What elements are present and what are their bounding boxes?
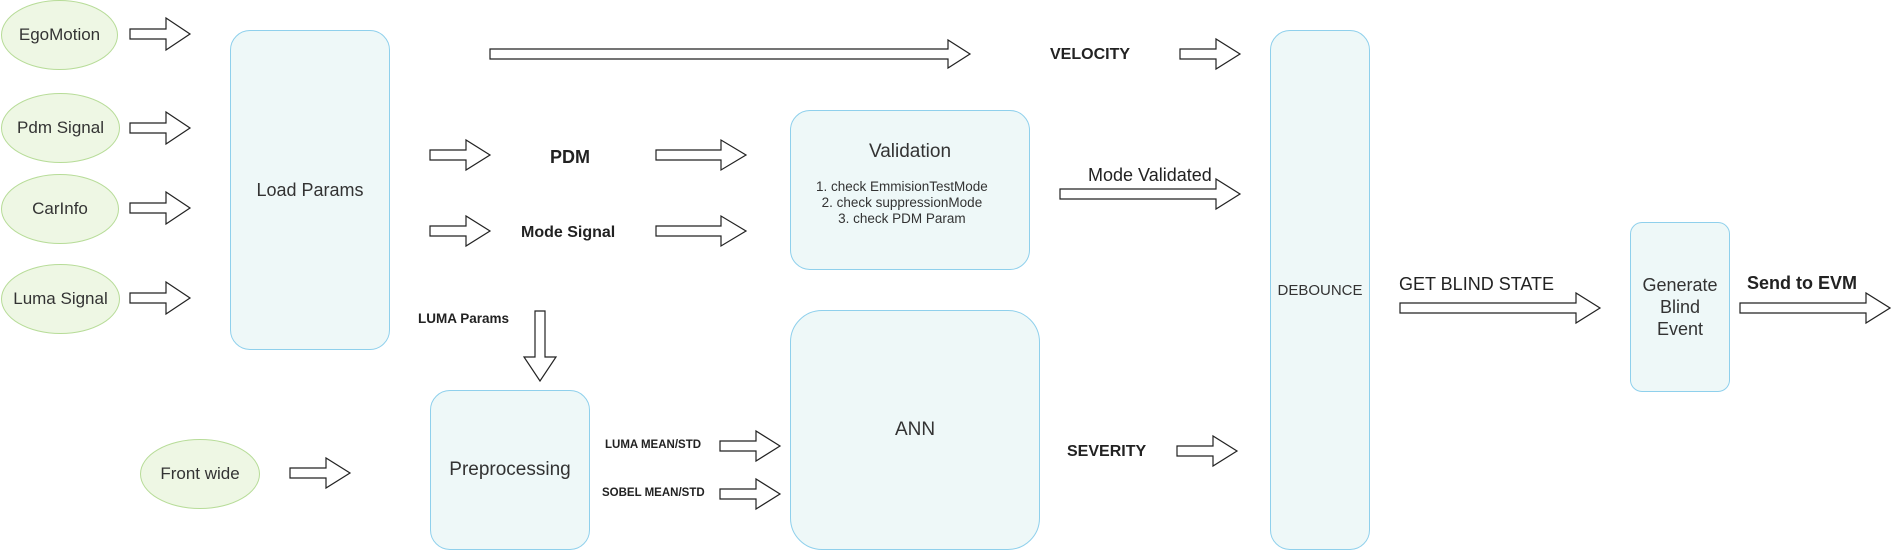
arrow-pdm-to-validation <box>655 138 748 172</box>
debounce-box: DEBOUNCE <box>1270 30 1370 550</box>
preprocessing-label: Preprocessing <box>449 459 571 480</box>
input-luma-signal: Luma Signal <box>1 264 120 334</box>
input-front-wide: Front wide <box>140 439 260 509</box>
arrow-get-blind-state <box>1399 291 1602 325</box>
mode-validated-label: Mode Validated <box>1088 165 1212 185</box>
arrow-carinfo <box>129 190 192 226</box>
validation-check-item: 2. check suppressionMode <box>821 195 983 210</box>
input-carinfo: CarInfo <box>1 174 119 244</box>
arrow-pdm-signal <box>129 110 192 146</box>
validation-title: Validation <box>868 141 952 162</box>
arrow-luma-params-down <box>522 310 558 383</box>
arrow-sobel-mean <box>719 477 782 511</box>
input-pdm-signal-label: Pdm Signal <box>17 118 104 137</box>
generate-blind-event-box: Generate Blind Event <box>1630 222 1730 392</box>
arrow-velocity-to-debounce <box>1179 37 1242 71</box>
arrow-front-wide <box>289 456 352 490</box>
luma-mean-std-label: LUMA MEAN/STD <box>605 439 702 451</box>
luma-params-label: LUMA Params <box>418 311 510 326</box>
input-pdm-signal: Pdm Signal <box>1 93 120 163</box>
arrow-severity <box>1176 434 1239 468</box>
validation-box: Validation 1. check EmmisionTestMode 2. … <box>790 110 1030 270</box>
arrow-mode-to-validation <box>655 214 748 248</box>
validation-check-item: 3. check PDM Param <box>838 211 966 226</box>
validation-check-item: 1. check EmmisionTestMode <box>816 179 988 194</box>
get-blind-state-label: GET BLIND STATE <box>1399 274 1555 294</box>
input-carinfo-label: CarInfo <box>32 199 88 218</box>
input-egomotion: EgoMotion <box>1 0 118 70</box>
severity-label: SEVERITY <box>1067 443 1147 460</box>
arrow-to-mode-signal <box>429 214 492 248</box>
ann-label: ANN <box>894 419 936 440</box>
send-to-evm-label: Send to EVM <box>1747 273 1858 293</box>
generate-blind-event-label: Generate Blind Event <box>1642 275 1718 339</box>
ann-box: ANN <box>790 310 1040 550</box>
arrow-to-pdm <box>429 138 492 172</box>
arrow-mode-validated <box>1059 177 1242 211</box>
debounce-label: DEBOUNCE <box>1277 281 1363 299</box>
input-front-wide-label: Front wide <box>160 464 240 483</box>
arrow-velocity-long <box>489 38 972 70</box>
pdm-label: PDM <box>550 147 590 167</box>
sobel-mean-std-label: SOBEL MEAN/STD <box>602 487 705 499</box>
input-luma-signal-label: Luma Signal <box>13 289 108 308</box>
arrow-egomotion <box>129 16 192 52</box>
preprocessing-box: Preprocessing <box>430 390 590 550</box>
velocity-label: VELOCITY <box>1050 46 1131 63</box>
load-params-box: Load Params <box>230 30 390 350</box>
arrow-luma-signal <box>129 280 192 316</box>
load-params-label: Load Params <box>256 179 364 200</box>
mode-signal-label: Mode Signal <box>521 224 616 241</box>
validation-checks: 1. check EmmisionTestMode 2. check suppr… <box>816 179 988 227</box>
arrow-send-to-evm <box>1739 291 1891 325</box>
input-egomotion-label: EgoMotion <box>18 25 101 44</box>
arrow-luma-mean <box>719 429 782 463</box>
